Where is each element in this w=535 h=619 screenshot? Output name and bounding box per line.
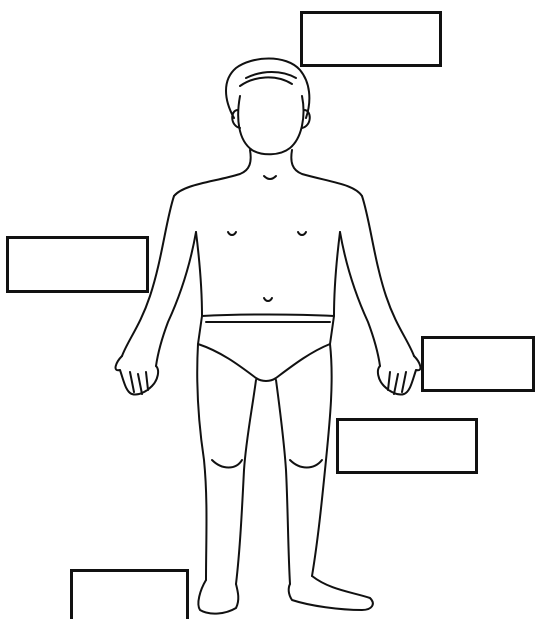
right-foot: [289, 576, 373, 610]
label-box-knee[interactable]: [336, 418, 478, 474]
nipple-left: [228, 232, 236, 235]
knee-right: [290, 460, 322, 468]
label-box-arm[interactable]: [6, 236, 149, 293]
label-box-head[interactable]: [300, 11, 442, 67]
right-hand: [378, 356, 421, 395]
navel: [264, 298, 272, 301]
label-box-hand[interactable]: [421, 336, 535, 392]
neck-notch: [264, 176, 276, 179]
right-arm: [340, 196, 414, 366]
torso: [196, 232, 340, 316]
nipple-right: [298, 232, 306, 235]
briefs: [198, 315, 334, 382]
left-foot: [198, 580, 238, 614]
face-outline: [238, 96, 303, 154]
neck-shoulders: [174, 150, 362, 196]
left-leg: [197, 344, 256, 584]
label-box-foot[interactable]: [70, 569, 189, 619]
knee-left: [212, 460, 242, 468]
hair-lines: [240, 72, 296, 86]
right-leg: [276, 344, 332, 584]
left-hand: [116, 356, 159, 395]
